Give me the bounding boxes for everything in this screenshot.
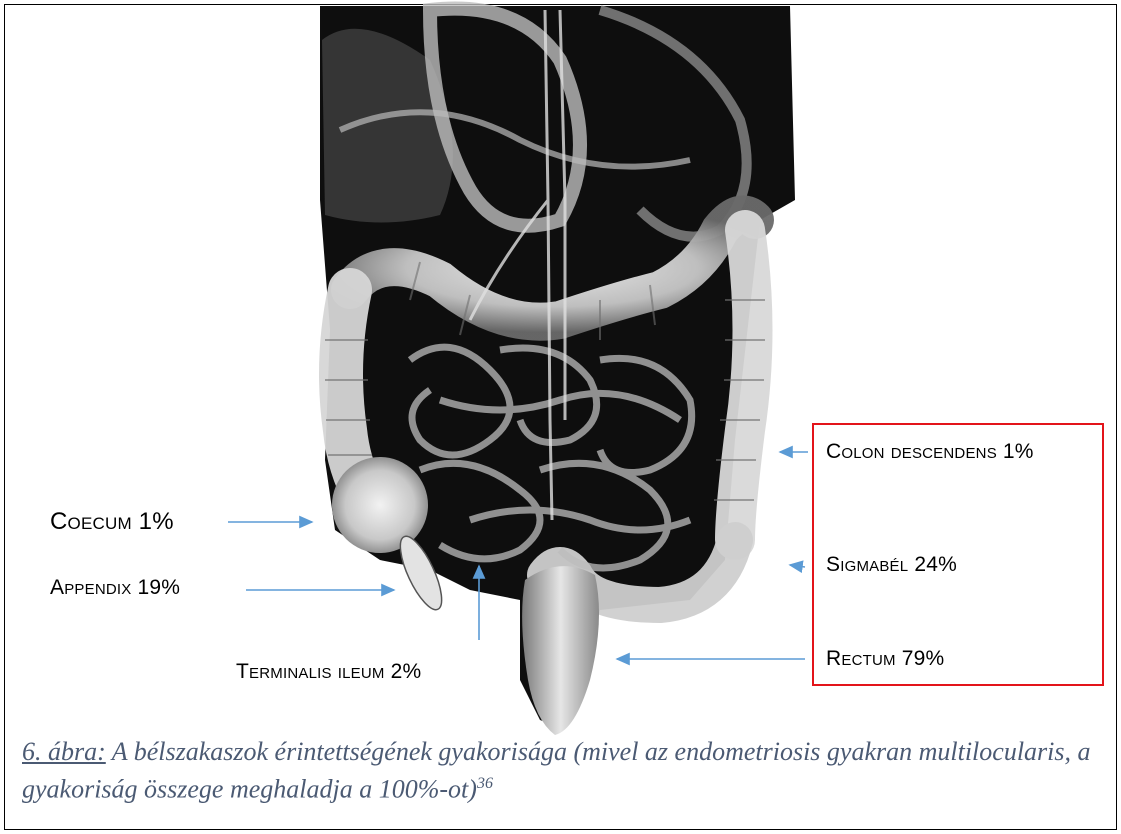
footnote-ref: 36 bbox=[477, 775, 493, 792]
descending-colon bbox=[735, 230, 753, 540]
figure-caption: 6. ábra: A bélszakaszok érintettségének … bbox=[22, 736, 1102, 806]
label-rectum: Rectum 79% bbox=[826, 647, 944, 671]
coecum bbox=[332, 457, 428, 553]
label-colon-descendens: Colon descendens 1% bbox=[826, 440, 1034, 464]
label-coecum: Coecum 1% bbox=[50, 508, 174, 536]
label-appendix: Appendix 19% bbox=[50, 576, 180, 600]
label-sigmabel: Sigmabél 24% bbox=[826, 553, 957, 577]
figure-ref: 6. ábra: bbox=[22, 737, 106, 766]
rectum bbox=[522, 566, 599, 735]
sigmabel-arrow bbox=[790, 565, 805, 567]
caption-text: A bélszakaszok érintettségének gyakorisá… bbox=[22, 737, 1091, 804]
label-terminalis-ileum: Terminalis ileum 2% bbox=[236, 660, 421, 684]
